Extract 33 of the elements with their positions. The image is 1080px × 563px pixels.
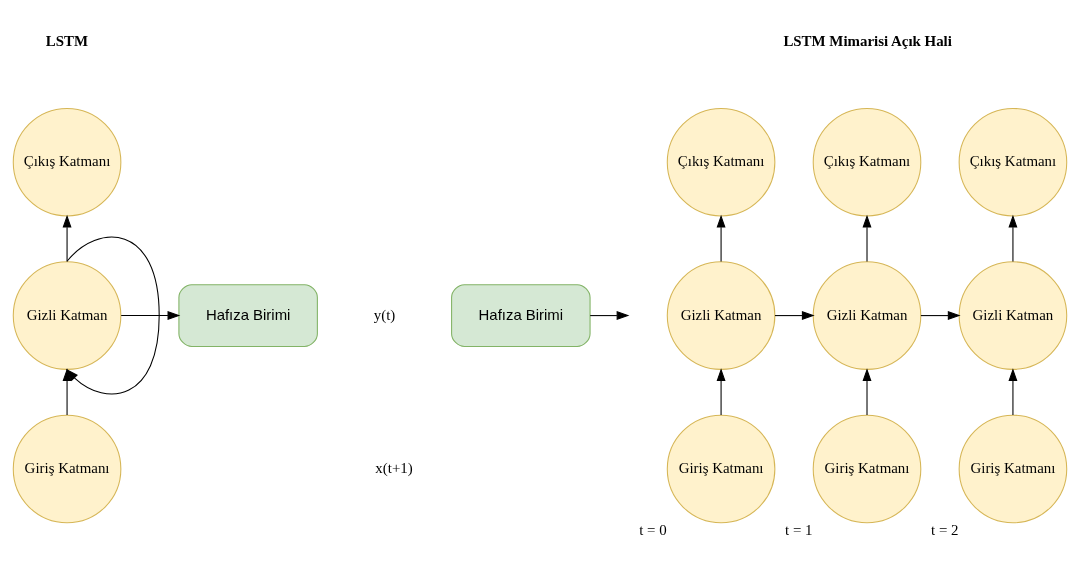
arrow xyxy=(716,214,726,263)
node-circle: Çıkış Katmanı xyxy=(812,107,922,217)
node-label: t = 2 xyxy=(931,521,959,538)
node-circle: Çıkış Katmanı xyxy=(958,107,1068,217)
node-label: t = 0 xyxy=(639,521,667,538)
node-circle: Gizli Katman xyxy=(812,261,922,370)
arrow xyxy=(716,368,726,416)
arrow xyxy=(589,311,630,321)
arrow xyxy=(862,368,872,416)
node-circle: Giriş Katmanı xyxy=(958,414,1068,524)
label: LSTM Mimarisi Açık Hali xyxy=(783,33,952,50)
label: x(t+1) xyxy=(375,459,413,476)
node-circle: Giriş Katmanı xyxy=(812,414,922,524)
node-circle: Çıkış Katmanı xyxy=(666,107,776,217)
node-circle: Giriş Katmanı xyxy=(12,414,122,524)
arrow xyxy=(862,214,872,263)
node-circle: Gizli Katman xyxy=(666,261,776,370)
arrow xyxy=(62,214,72,263)
arrow xyxy=(920,311,961,321)
node-circle: Çıkış Katmanı xyxy=(12,107,122,217)
node-box: Hafıza Birimi xyxy=(178,284,318,347)
node-circle: Gizli Katman xyxy=(958,261,1068,370)
node-label: t = 1 xyxy=(785,521,813,538)
arrow xyxy=(120,311,181,321)
node-circle: Gizli Katman xyxy=(12,261,122,370)
arrow xyxy=(62,368,72,416)
label: LSTM xyxy=(45,33,89,50)
arrow xyxy=(774,311,815,321)
arrow xyxy=(1008,214,1018,263)
node-circle: Giriş Katmanı xyxy=(666,414,776,524)
arrow xyxy=(1008,368,1018,416)
node-box: Hafıza Birimi xyxy=(451,284,591,347)
label: y(t) xyxy=(373,306,396,323)
